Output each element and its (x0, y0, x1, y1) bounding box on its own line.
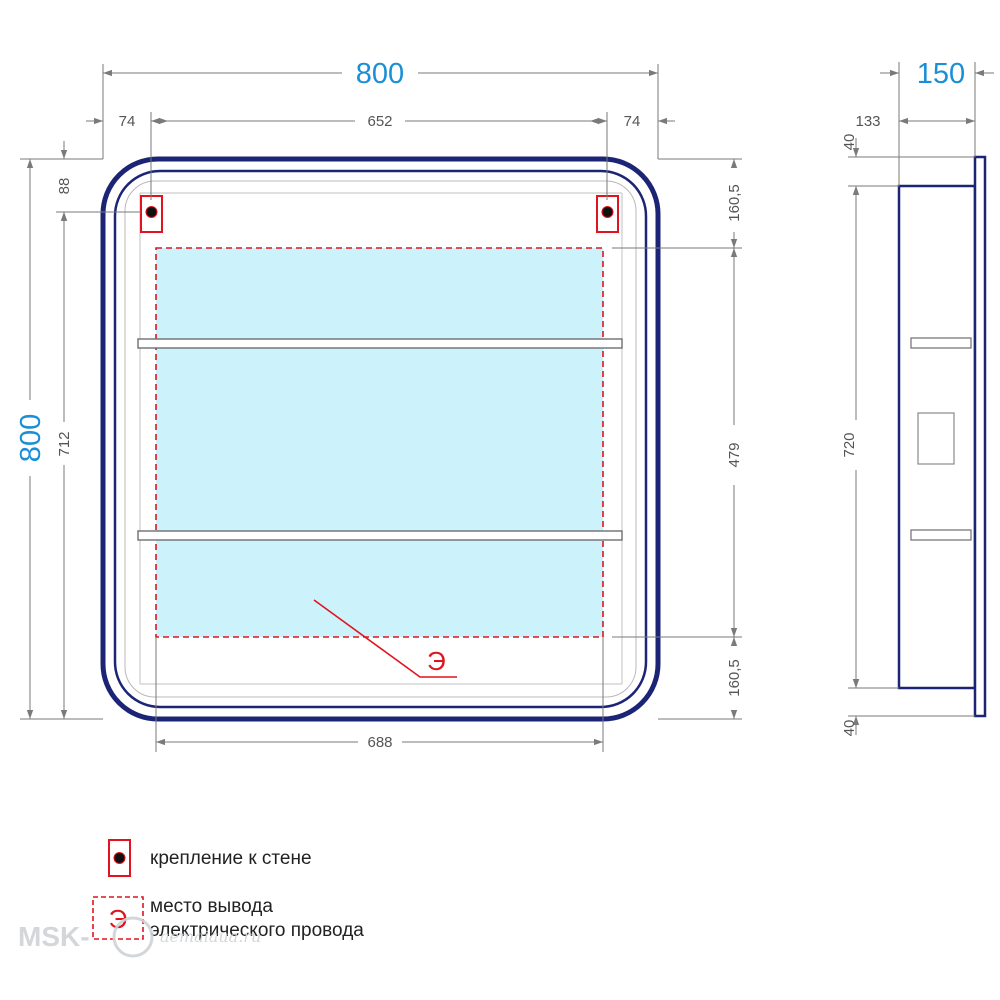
glass-panel (156, 248, 603, 637)
dim-right-offset: 74 (624, 113, 641, 130)
dim-inner-width: 688 (367, 734, 392, 751)
shelf-lower (137, 530, 623, 541)
outlet-zone (155, 247, 604, 638)
mount-point-right (596, 195, 619, 233)
mount-point-left (140, 195, 163, 233)
legend-outlet-label-line2: электрического провода (150, 920, 364, 941)
side-door (973, 155, 987, 718)
watermark-brand: MSK- (18, 921, 90, 952)
legend-mount-symbol (108, 839, 131, 877)
legend-outlet-marker: Э (109, 904, 128, 934)
side-dimensions: 150 133 40 720 40 (841, 58, 994, 736)
side-socket (917, 412, 955, 465)
cabinet-frame-inner (113, 169, 648, 709)
side-view (897, 155, 987, 718)
front-view: Э (100, 156, 661, 722)
dim-glass-height: 479 (726, 442, 743, 467)
cabinet-body-outline (124, 180, 637, 698)
dim-top-offset: 88 (56, 178, 73, 195)
legend-mount-label: крепление к стене (150, 848, 312, 869)
dim-body-height: 720 (841, 432, 858, 457)
front-dimensions: 800 74 652 74 800 88 712 160,5 (15, 58, 743, 752)
dim-depth: 150 (917, 58, 965, 90)
shelf-upper (137, 338, 623, 349)
dim-overall-height: 800 (15, 414, 47, 462)
legend: крепление к стене Э место вывода электри… (92, 839, 364, 941)
dim-left-offset: 74 (119, 113, 136, 130)
watermark-site: aemaiaua.ru (160, 927, 261, 946)
outlet-marker-label: Э (427, 646, 446, 676)
side-shelf-lower (910, 529, 972, 541)
side-shelf-upper (910, 337, 972, 349)
outlet-leader-line (313, 599, 457, 678)
dim-body-depth: 133 (855, 113, 880, 130)
dim-lower-gap: 160,5 (726, 659, 743, 697)
watermark-logo-icon (112, 916, 154, 958)
dim-mount-height: 712 (56, 431, 73, 456)
dim-upper-gap: 160,5 (726, 184, 743, 222)
dim-mount-spacing: 652 (367, 113, 392, 130)
dim-overall-width: 800 (356, 58, 404, 90)
legend-outlet-label-line1: место вывода (150, 896, 273, 917)
cabinet-frame-outer (100, 156, 661, 722)
watermark: MSK- aemaiaua.ru (18, 916, 261, 958)
dim-top-margin: 40 (841, 134, 858, 151)
dim-bottom-margin: 40 (841, 720, 858, 737)
